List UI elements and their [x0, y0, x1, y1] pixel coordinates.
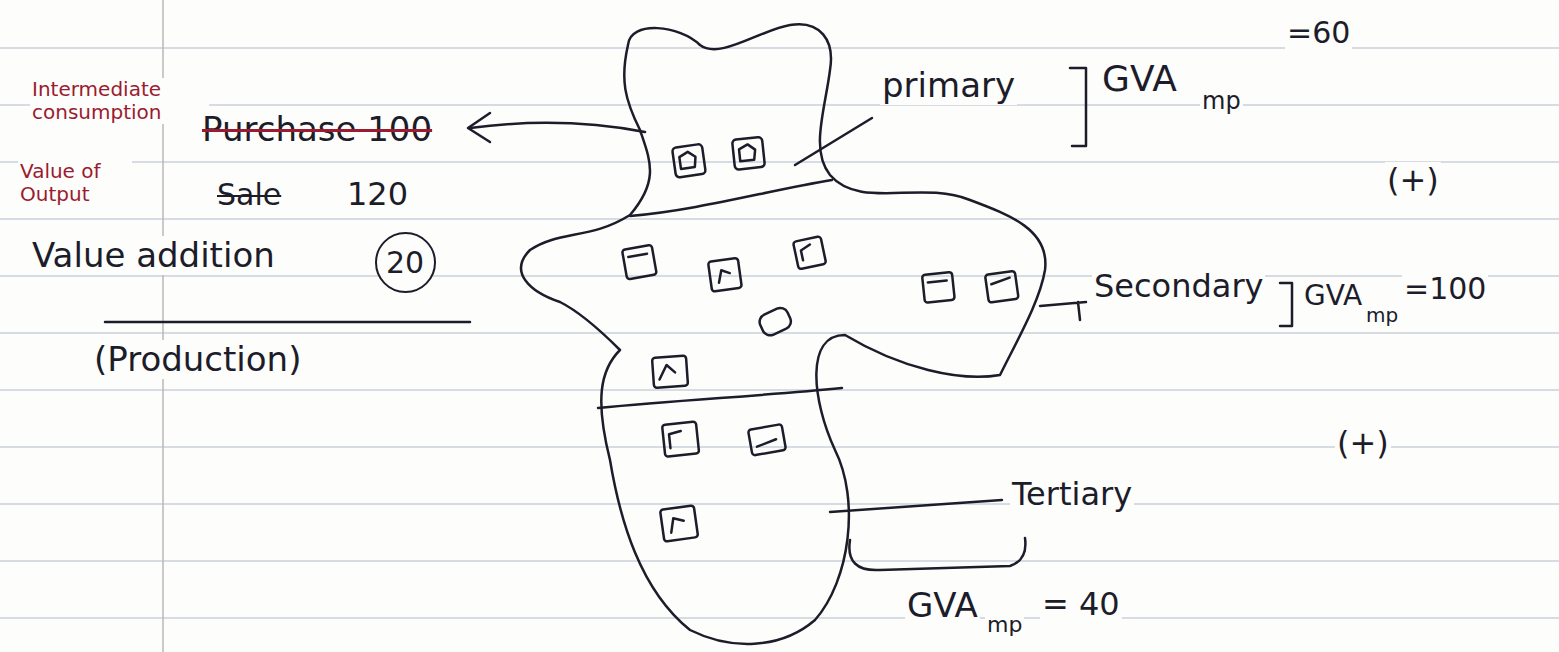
value-number: =100	[1402, 272, 1488, 307]
crossed-entry: Sale	[215, 178, 283, 213]
sector-divider	[598, 388, 842, 408]
subscript: mp	[1200, 88, 1243, 116]
note-text: Value addition	[30, 236, 277, 275]
value-number: 120	[345, 176, 410, 213]
sector-label: Tertiary	[1010, 476, 1134, 513]
note-heading: Value of Output	[18, 160, 132, 206]
value-number: =60	[1285, 16, 1352, 51]
leader-line	[1040, 302, 1086, 320]
leader-line	[830, 500, 1002, 512]
subscript: mp	[1364, 304, 1400, 327]
circled-number: 20	[375, 232, 436, 293]
arrow-line	[470, 123, 645, 132]
sector-divider	[630, 180, 832, 216]
economy-blob	[521, 24, 1045, 644]
subscript: mp	[985, 612, 1024, 637]
bracket	[1280, 283, 1292, 326]
firm-icons	[622, 137, 1019, 542]
sign-text: (+)	[1385, 162, 1441, 199]
note-text: (Production)	[92, 340, 303, 379]
underline	[105, 321, 470, 324]
gva-text: GVA	[1302, 280, 1364, 312]
note-heading: Intermediate consumption	[30, 78, 209, 124]
underline-bracket	[849, 538, 1025, 570]
gva-text: GVA	[905, 586, 980, 625]
crossed-entry: Purchase 100	[200, 110, 434, 149]
value-number: = 40	[1040, 586, 1122, 623]
ruled-lines	[0, 48, 1559, 618]
value-number: 20	[386, 245, 424, 280]
sign-text: (+)	[1335, 425, 1391, 462]
sector-label: primary	[880, 66, 1017, 105]
gva-text: GVA	[1100, 58, 1179, 99]
bracket	[1070, 68, 1086, 146]
leader-line	[795, 118, 872, 165]
sector-label: Secondary	[1092, 268, 1265, 305]
arrow-head	[468, 113, 490, 142]
